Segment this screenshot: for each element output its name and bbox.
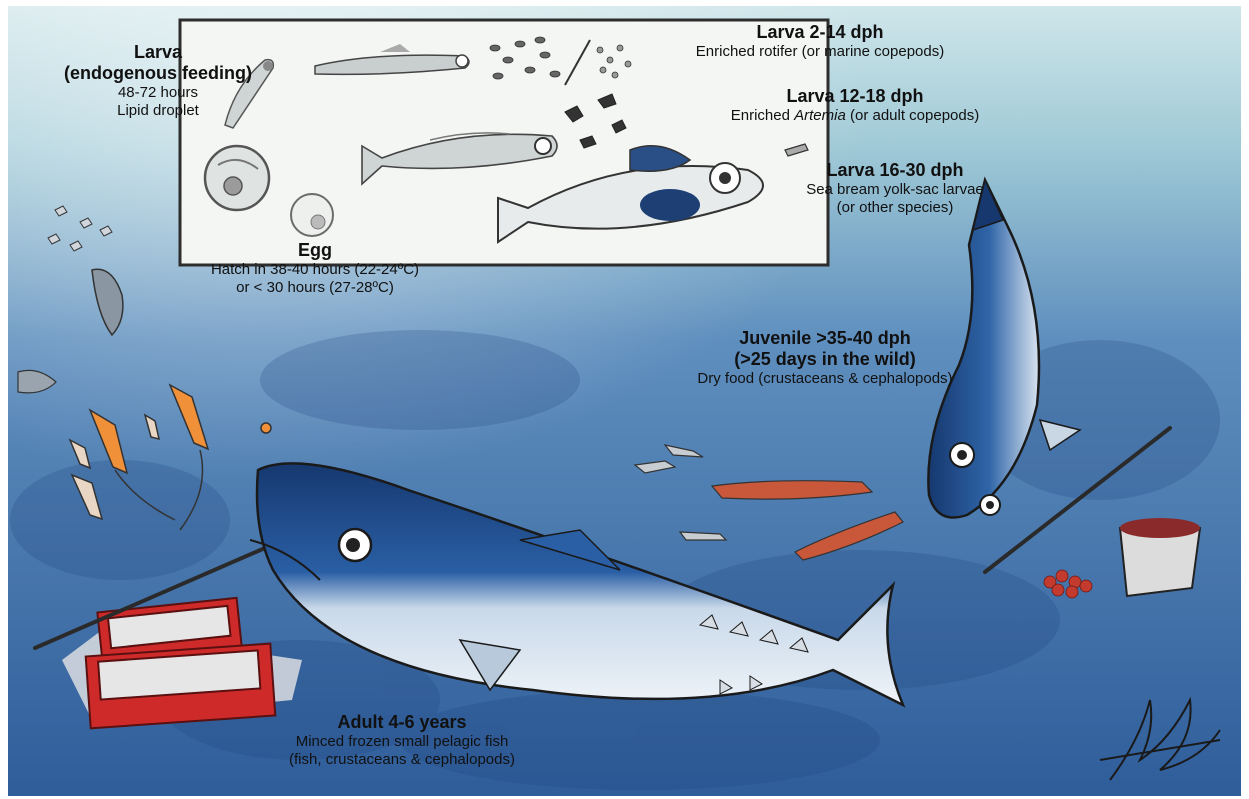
larva-2-14-title: Larva 2-14 dph xyxy=(640,22,1000,43)
juvenile-title-2: (>25 days in the wild) xyxy=(655,349,995,370)
larva-16-30-label: Larva 16-30 dph Sea bream yolk-sac larva… xyxy=(770,160,1020,217)
larva-endogenous-desc-1: 48-72 hours xyxy=(20,84,296,102)
egg-desc-2: or < 30 hours (27-28ºC) xyxy=(170,279,460,297)
larva-16-30-title: Larva 16-30 dph xyxy=(770,160,1020,181)
artemia-italic: Artemia xyxy=(794,107,846,124)
adult-desc-2: (fish, crustaceans & cephalopods) xyxy=(252,751,552,769)
larva-12-18-desc: Enriched Artemia (or adult copepods) xyxy=(680,107,1030,125)
egg-with-larva-drawing xyxy=(205,146,269,210)
larva-endogenous-label: Larva (endogenous feeding) 48-72 hours L… xyxy=(20,42,296,120)
larva-endogenous-desc-2: Lipid droplet xyxy=(20,102,296,120)
larva-12-18-label: Larva 12-18 dph Enriched Artemia (or adu… xyxy=(680,86,1030,125)
juvenile-label: Juvenile >35-40 dph (>25 days in the wil… xyxy=(655,328,995,388)
egg-desc-1: Hatch in 38-40 hours (22-24ºC) xyxy=(170,261,460,279)
juvenile-desc: Dry food (crustaceans & cephalopods) xyxy=(655,370,995,388)
juvenile-title-1: Juvenile >35-40 dph xyxy=(655,328,995,349)
egg-label: Egg Hatch in 38-40 hours (22-24ºC) or < … xyxy=(170,240,460,297)
larva-16-30-desc-1: Sea bream yolk-sac larvae xyxy=(770,181,1020,199)
larva-endogenous-title-1: Larva xyxy=(20,42,296,63)
larva-2-14-label: Larva 2-14 dph Enriched rotifer (or mari… xyxy=(640,22,1000,61)
larva-2-14-desc: Enriched rotifer (or marine copepods) xyxy=(640,43,1000,61)
larva-endogenous-title-2: (endogenous feeding) xyxy=(20,63,296,84)
larva-12-18-title: Larva 12-18 dph xyxy=(680,86,1030,107)
egg-title: Egg xyxy=(170,240,460,261)
adult-desc-1: Minced frozen small pelagic fish xyxy=(252,733,552,751)
adult-label: Adult 4-6 years Minced frozen small pela… xyxy=(252,712,552,769)
egg-drawing xyxy=(291,194,333,236)
larva-16-30-desc-2: (or other species) xyxy=(770,199,1020,217)
adult-title: Adult 4-6 years xyxy=(252,712,552,733)
